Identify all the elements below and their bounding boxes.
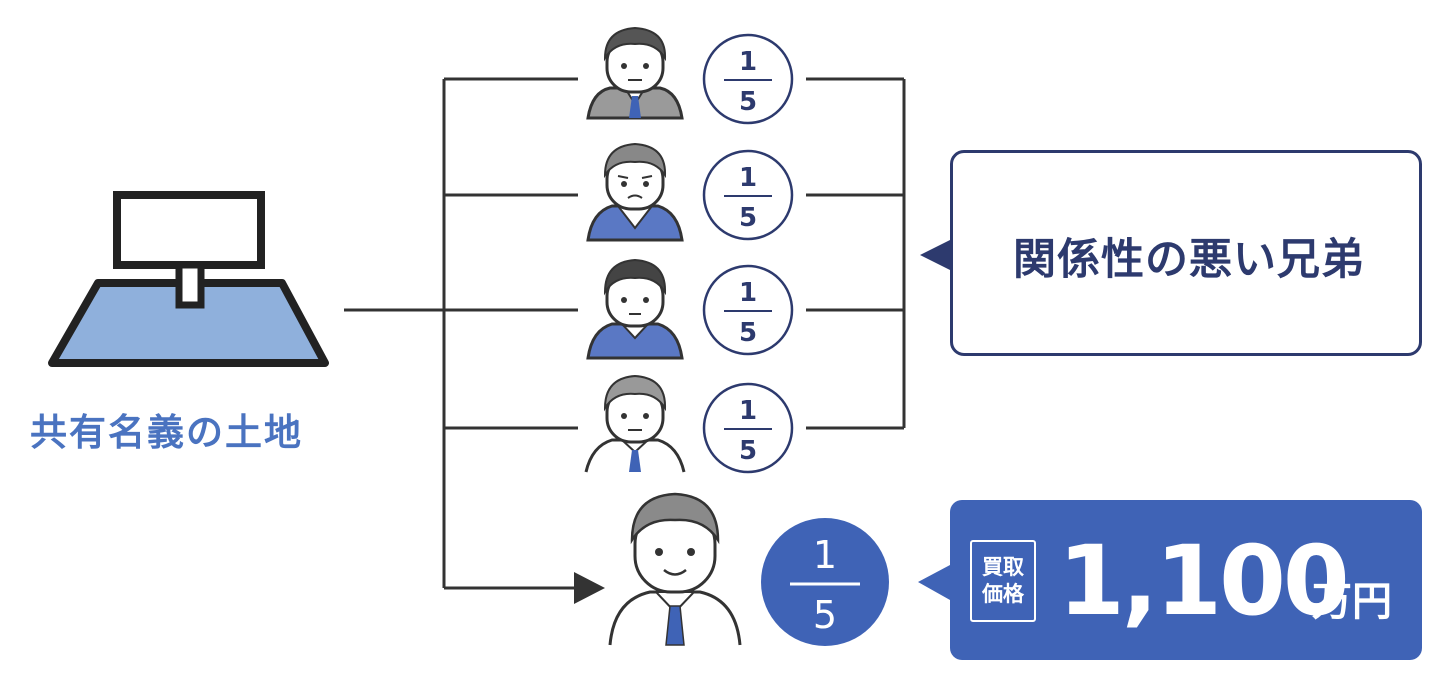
person-suit-icon [586, 26, 684, 120]
share-denominator: 5 [739, 203, 757, 233]
share-denominator: 5 [739, 87, 757, 117]
share-denominator: 5 [813, 593, 837, 637]
purchase-price-box: 買取 価格 1,100 万円 [950, 500, 1422, 660]
callout-pointer-icon [920, 240, 950, 270]
share-circle: 1 5 [702, 382, 794, 474]
price-tag-line1: 買取 [982, 555, 1024, 579]
share-denominator: 5 [739, 318, 757, 348]
price-amount: 1,100 [1058, 525, 1350, 637]
land-label: 共有名義の土地 [30, 411, 303, 454]
price-unit: 万円 [1312, 579, 1392, 625]
share-circle: 1 5 [702, 264, 794, 356]
arrow-head-icon [574, 572, 605, 604]
person-smiling-icon [608, 492, 742, 646]
price-tag-line2: 価格 [982, 582, 1024, 606]
share-circle: 1 5 [702, 149, 794, 241]
share-numerator: 1 [739, 396, 757, 426]
relationship-callout: 関係性の悪い兄弟 [950, 150, 1422, 356]
land-sign-icon [48, 191, 329, 367]
share-numerator: 1 [739, 163, 757, 193]
price-pointer-icon [918, 565, 950, 600]
share-circle: 1 5 [702, 33, 794, 125]
person-worried-icon [586, 142, 684, 242]
price-tag: 買取 価格 [970, 540, 1036, 622]
person-blue-shirt-icon [586, 258, 684, 360]
callout-text: 関係性の悪い兄弟 [1013, 235, 1365, 285]
share-numerator: 1 [813, 533, 837, 577]
share-denominator: 5 [739, 436, 757, 466]
share-numerator: 1 [739, 47, 757, 77]
person-gray-hair-icon [584, 374, 686, 473]
connector-lines [344, 77, 906, 590]
seller-share-circle: 1 5 [761, 518, 889, 646]
share-numerator: 1 [739, 278, 757, 308]
